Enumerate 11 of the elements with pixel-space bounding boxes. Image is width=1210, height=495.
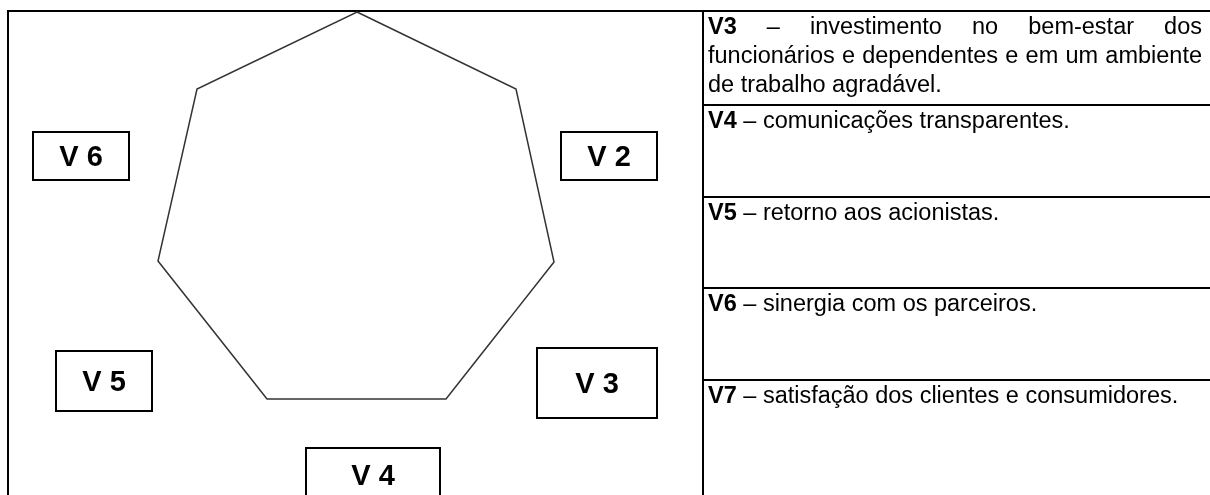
value-description: V3 – investimento no bem-estar dos funcionários e dependentes e em um ambiente de trabalho agradável. [708,12,1202,99]
value-description: V7 – satisfação dos clientes e consumidores. [708,381,1180,410]
value-tag: V 3 [536,347,658,419]
value-tag: V 6 [32,131,130,181]
value-tag: V 2 [560,131,658,181]
value-description: V5 – retorno aos acionistas. [708,198,1001,227]
heptagon [157,11,555,400]
value-tag: V 5 [55,350,153,412]
value-description: V6 – sinergia com os parceiros. [708,289,1039,318]
value-tag: V 4 [305,447,441,495]
value-description: V4 – comunicações transparentes. [708,106,1071,135]
